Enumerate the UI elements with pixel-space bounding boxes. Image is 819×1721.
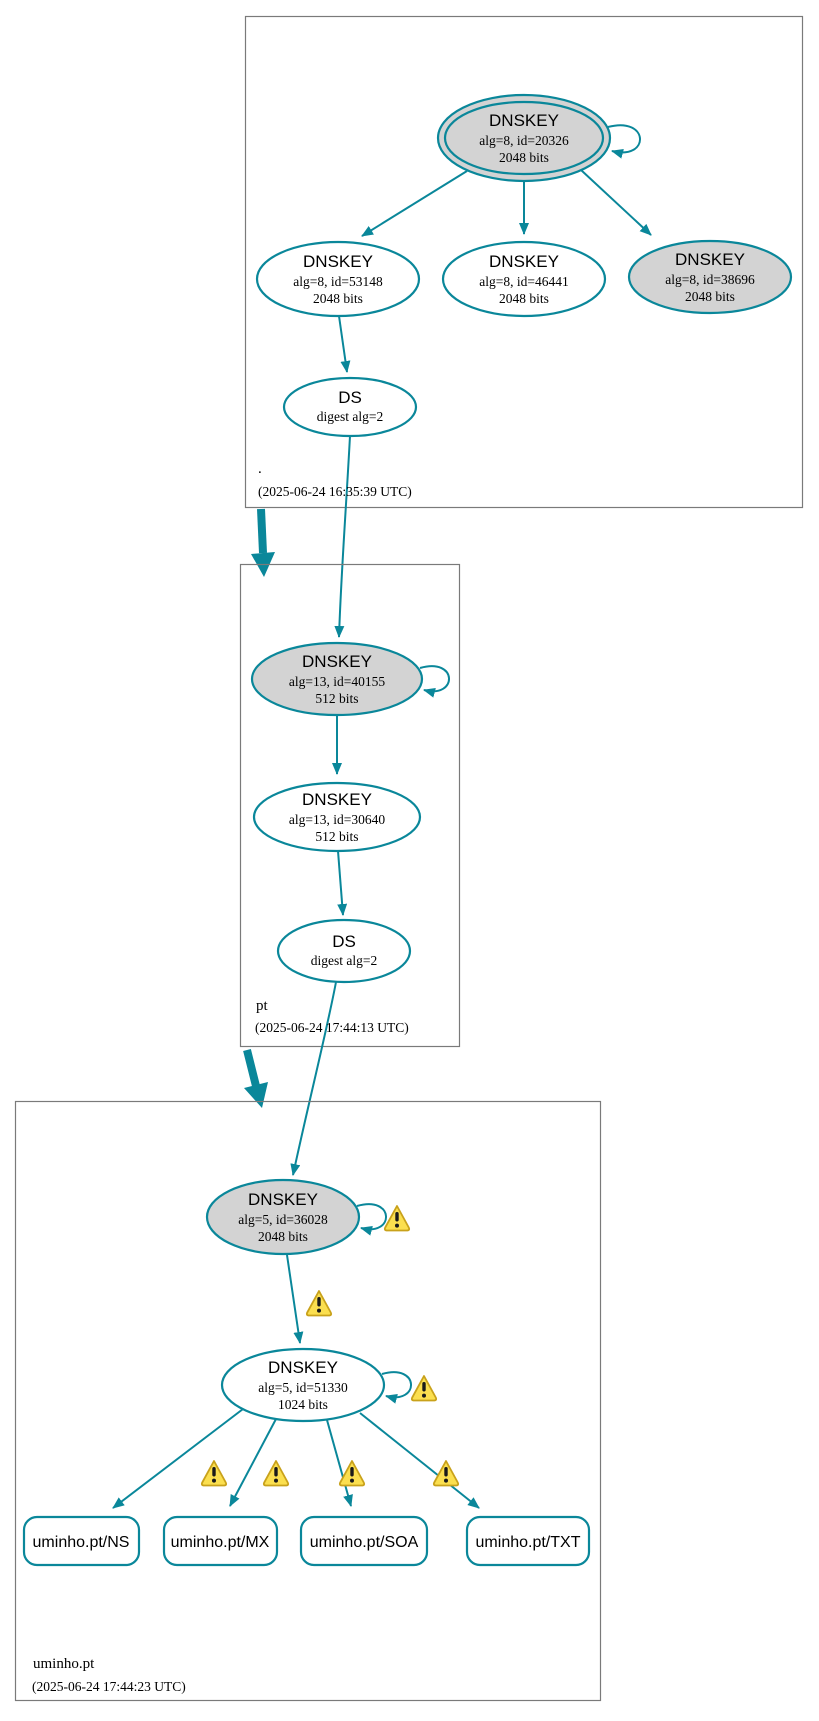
node-detail: alg=8, id=38696 (665, 272, 755, 287)
edge-root-ds-to-pt-ksk (334, 435, 351, 638)
edge-51330-to-txt (359, 1412, 480, 1509)
node-bits: 512 bits (315, 829, 358, 844)
edge-root-ksk-to-38696 (580, 169, 652, 236)
zone-timestamp-root: (2025-06-24 16:35:39 UTC) (258, 484, 412, 499)
node-title: DNSKEY (302, 790, 372, 809)
warning-icon (383, 1205, 411, 1232)
node-bits: 512 bits (315, 691, 358, 706)
warning-icon (432, 1460, 460, 1487)
delegation-arrow-pt-to-uminho (243, 1049, 268, 1108)
rrset-label: uminho.pt/NS (33, 1534, 130, 1551)
warning-icon (305, 1290, 333, 1317)
zone-label-pt: pt (256, 998, 269, 1014)
edge-36028-to-51330 (286, 1254, 304, 1344)
warning-icon (200, 1460, 228, 1487)
warning-icon (338, 1460, 366, 1487)
node-ds-root[interactable]: DS digest alg=2 (282, 376, 418, 438)
zone-pt: DNSKEY alg=13, id=40155 512 bits DNSKEY … (239, 563, 461, 1176)
node-dnskey-38696[interactable]: DNSKEY alg=8, id=38696 2048 bits (627, 239, 793, 315)
rrset-label: uminho.pt/TXT (476, 1534, 581, 1551)
node-ds-pt[interactable]: DS digest alg=2 (276, 918, 412, 984)
edge-root-ksk-selfloop (607, 124, 641, 159)
node-bits: 2048 bits (313, 291, 363, 306)
edge-uminho-zsk-selfloop (381, 1371, 412, 1404)
zone-root: DNSKEY alg=8, id=20326 2048 bits DNSKEY … (244, 15, 804, 638)
node-bits: 2048 bits (685, 289, 735, 304)
rrset-label: uminho.pt/SOA (310, 1534, 419, 1551)
node-detail: alg=5, id=51330 (258, 1380, 348, 1395)
zone-timestamp-uminho-pt: (2025-06-24 17:44:23 UTC) (32, 1679, 186, 1694)
node-bits: 2048 bits (499, 150, 549, 165)
node-dnskey-46441[interactable]: DNSKEY alg=8, id=46441 2048 bits (441, 240, 607, 318)
zone-label-root: . (258, 461, 262, 477)
edge-pt-ksk-selfloop (419, 665, 450, 698)
node-title: DNSKEY (303, 252, 373, 271)
edge-root-ksk-to-53148 (361, 170, 468, 237)
node-bits: 2048 bits (499, 291, 549, 306)
node-dnskey-30640[interactable]: DNSKEY alg=13, id=30640 512 bits (252, 781, 422, 853)
node-title: DS (338, 388, 362, 407)
node-detail: alg=13, id=30640 (289, 812, 385, 827)
node-detail: alg=8, id=46441 (479, 274, 568, 289)
rrset-uminho-pt-soa[interactable]: uminho.pt/SOA (299, 1515, 429, 1567)
node-title: DNSKEY (248, 1190, 318, 1209)
node-detail: alg=8, id=53148 (293, 274, 383, 289)
zone-box-pt (239, 563, 461, 1048)
node-title: DNSKEY (489, 111, 559, 130)
node-title: DNSKEY (675, 250, 745, 269)
node-bits: 2048 bits (258, 1229, 308, 1244)
zone-uminho-pt: DNSKEY alg=5, id=36028 2048 bits DNSKEY … (14, 1100, 602, 1702)
delegation-arrow-root-to-pt (251, 508, 275, 577)
edge-pt-ds-to-uminho-ksk (290, 981, 337, 1176)
rrset-uminho-pt-mx[interactable]: uminho.pt/MX (162, 1515, 279, 1567)
rrset-label: uminho.pt/MX (171, 1534, 270, 1551)
zone-box-uminho-pt (14, 1100, 602, 1702)
node-dnskey-51330[interactable]: DNSKEY alg=5, id=51330 1024 bits (220, 1347, 386, 1423)
zone-timestamp-pt: (2025-06-24 17:44:13 UTC) (255, 1020, 409, 1035)
node-title: DNSKEY (489, 252, 559, 271)
node-detail: digest alg=2 (317, 409, 383, 424)
edge-51330-to-soa (326, 1419, 353, 1507)
node-title: DNSKEY (268, 1358, 338, 1377)
node-bits: 1024 bits (278, 1397, 328, 1412)
zone-box-root (244, 15, 804, 509)
node-dnskey-40155[interactable]: DNSKEY alg=13, id=40155 512 bits (250, 641, 424, 717)
node-detail: alg=13, id=40155 (289, 674, 385, 689)
node-detail: alg=8, id=20326 (479, 133, 569, 148)
edge-uminho-ksk-selfloop (356, 1203, 387, 1236)
edge-51330-to-ns (112, 1408, 244, 1509)
node-title: DNSKEY (302, 652, 372, 671)
edge-51330-to-mx (229, 1418, 277, 1507)
node-title: DS (332, 932, 356, 951)
node-detail: alg=5, id=36028 (238, 1212, 328, 1227)
zone-label-uminho-pt: uminho.pt (33, 1656, 95, 1672)
rrset-uminho-pt-ns[interactable]: uminho.pt/NS (22, 1515, 141, 1567)
node-dnskey-53148[interactable]: DNSKEY alg=8, id=53148 2048 bits (255, 240, 421, 318)
node-dnskey-20326[interactable]: DNSKEY alg=8, id=20326 2048 bits (436, 93, 612, 183)
edge-53148-to-ds (338, 315, 351, 373)
warning-icon (410, 1375, 438, 1402)
warning-icon (262, 1460, 290, 1487)
rrset-uminho-pt-txt[interactable]: uminho.pt/TXT (465, 1515, 591, 1567)
edge-30640-to-ds (337, 850, 348, 916)
node-detail: digest alg=2 (311, 953, 377, 968)
node-dnskey-36028[interactable]: DNSKEY alg=5, id=36028 2048 bits (205, 1178, 361, 1256)
